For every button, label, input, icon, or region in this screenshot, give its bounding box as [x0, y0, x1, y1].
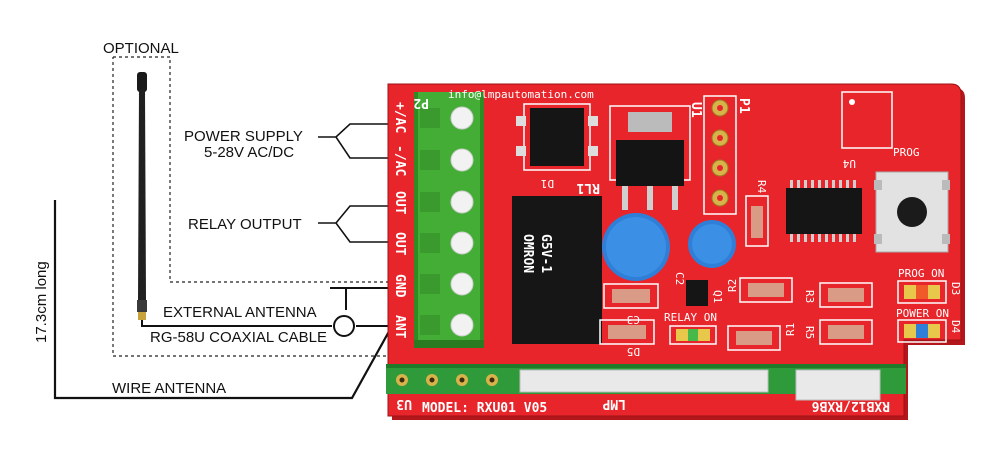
relay-on-label: RELAY ON [664, 311, 717, 324]
eeprom-u4 [841, 91, 893, 149]
whip-antenna-icon [137, 72, 147, 320]
coax-cable-label: RG-58U COAXIAL CABLE [150, 329, 327, 346]
relay-output-wires [318, 205, 394, 243]
wire-antenna [53, 200, 393, 400]
rf-module [386, 364, 906, 401]
relay-on-led [669, 325, 717, 345]
relay-model: G5V-1 [538, 234, 553, 273]
header-p1 [703, 95, 737, 215]
transistor-q1 [686, 280, 708, 306]
power-on-led [897, 319, 947, 343]
board-model: MODEL: RXU01 V05 [422, 401, 547, 416]
ref-r1: R1 [784, 323, 797, 336]
prog-on-label: PROG ON [898, 267, 944, 280]
ref-r5: R5 [803, 326, 816, 339]
prog-button-label: PROG [893, 146, 920, 159]
relay-output-label: RELAY OUTPUT [188, 216, 302, 233]
terminal-block [414, 92, 484, 348]
terminal-ref: P2 [413, 95, 429, 110]
regulator-ref: U1 [688, 102, 703, 118]
capacitor-c3 [603, 283, 659, 309]
resistor-r3 [819, 282, 873, 308]
diode-d1 [516, 103, 598, 171]
pin-label: ANT [392, 315, 407, 339]
relay-brand: OMRON [520, 234, 535, 273]
relay-rl1 [512, 196, 602, 344]
eeprom-ref: U4 [842, 157, 856, 170]
board-logo: LMP [602, 396, 626, 411]
wire-antenna-label: WIRE ANTENNA [112, 380, 226, 397]
resistor-r1 [727, 325, 781, 351]
voltage-label: 5-28V AC/DC [204, 144, 294, 161]
pin-label: OUT [392, 232, 407, 256]
prog-button [874, 171, 950, 253]
header-ref: P1 [736, 98, 751, 114]
pin-label: OUT [392, 191, 407, 215]
ref-r4: R4 [755, 180, 768, 194]
ref-q1: Q1 [711, 290, 724, 303]
power-supply-label: POWER SUPPLY [184, 128, 303, 145]
ref-d5: D5 [627, 345, 640, 358]
regulator-u1 [609, 105, 691, 210]
ref-r3: R3 [803, 290, 816, 303]
prog-on-led [897, 280, 947, 304]
gnd-wire [345, 287, 392, 310]
resistor-r2 [739, 277, 793, 303]
module-label: RXB12/RXB6 [812, 398, 890, 413]
ref-d3: D3 [949, 282, 962, 295]
optional-label: OPTIONAL [103, 40, 179, 57]
diode-d5 [599, 319, 655, 345]
board-email: info@lmpautomation.com [448, 88, 594, 101]
ref-d4: D4 [949, 320, 962, 334]
ref-c2: C2 [673, 272, 686, 285]
diode-ref: D1 [541, 177, 554, 190]
ref-r2: R2 [726, 279, 739, 292]
pin-label: -/AC [392, 145, 407, 176]
power-supply-wires [318, 123, 394, 159]
ref-u3: U3 [396, 396, 412, 411]
external-antenna-label: EXTERNAL ANTENNA [163, 304, 317, 321]
power-on-label: POWER ON [896, 307, 949, 320]
microcontroller-chip [786, 180, 862, 242]
coax-cable-marker [333, 315, 355, 337]
wire-length-label: 17.3cm long [33, 261, 50, 343]
relay-ref: RL1 [576, 180, 600, 195]
resistor-r5 [819, 319, 873, 345]
optional-antenna-outline [112, 56, 392, 357]
pin-label: GND [392, 274, 407, 298]
pin-label: +/AC [392, 102, 407, 133]
resistor-r4 [745, 195, 769, 247]
